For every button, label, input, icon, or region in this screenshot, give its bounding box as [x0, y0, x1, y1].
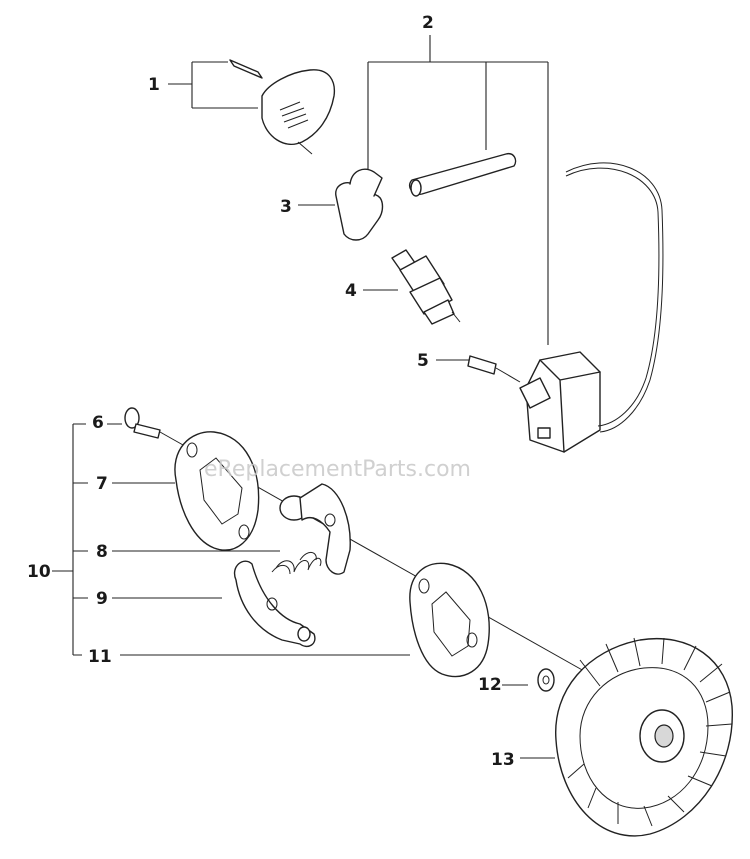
clutch-plate-front-part	[174, 431, 260, 551]
callout-11: 11	[88, 647, 112, 667]
callout-8: 8	[96, 542, 108, 562]
callout-12: 12	[478, 675, 502, 695]
callout-13: 13	[491, 750, 515, 770]
leader-lines	[52, 35, 601, 759]
callout-10: 10	[27, 562, 51, 582]
callout-3: 3	[280, 197, 292, 217]
callout-1: 1	[148, 75, 160, 95]
clutch-shoe-upper-part	[279, 483, 351, 575]
callout-6: 6	[92, 413, 104, 433]
flywheel-part	[555, 637, 733, 837]
watermark-text: eReplacementParts.com	[204, 457, 471, 482]
flywheel-fins	[567, 637, 733, 827]
callout-4: 4	[345, 281, 357, 301]
callout-9: 9	[96, 589, 108, 609]
clutch-shoe-lower-part	[233, 560, 316, 648]
callout-2: 2	[422, 13, 434, 33]
spark-plug-part	[391, 249, 461, 325]
spark-plug-cover-part	[229, 59, 336, 155]
clutch-screw-part	[124, 407, 161, 439]
ignition-module-part	[467, 162, 664, 453]
callout-7: 7	[96, 474, 108, 494]
ignition-cable-part	[408, 152, 517, 197]
spark-plug-boot-part	[335, 168, 384, 241]
clutch-spring-part	[271, 552, 322, 575]
clutch-plate-rear-part	[409, 562, 490, 678]
washer-part	[537, 668, 555, 692]
callout-5: 5	[417, 351, 429, 371]
